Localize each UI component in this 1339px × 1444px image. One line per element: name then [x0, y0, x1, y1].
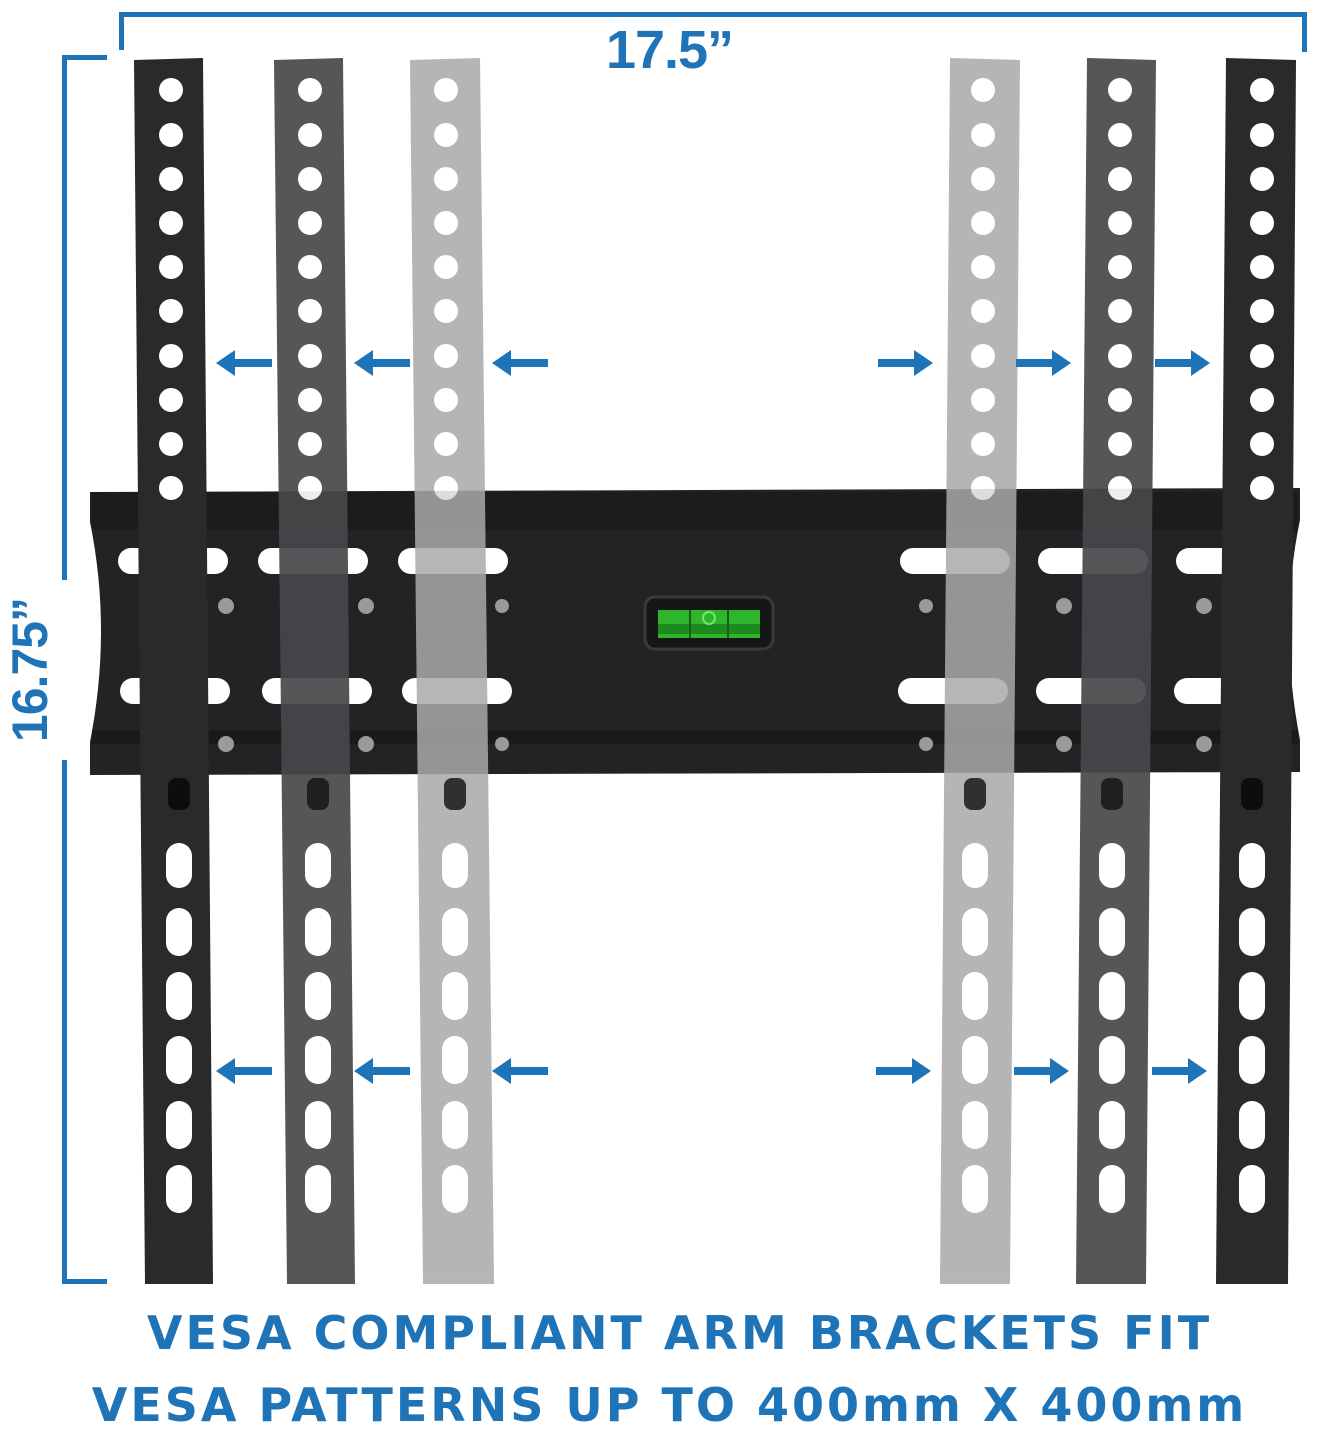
arm-left-2 [274, 58, 355, 1284]
arrow-left-icon [354, 1058, 410, 1084]
arrow-right-icon [1152, 1058, 1207, 1084]
arm-left-1 [134, 58, 213, 1284]
arrow-left-icon [216, 350, 272, 376]
arm-left-3 [410, 58, 494, 1284]
height-dimension-line-lower [62, 760, 67, 1284]
wall-mount-illustration [90, 58, 1300, 1284]
height-dimension-tick-bottom [62, 1279, 107, 1284]
caption-line-1: VESA COMPLIANT ARM BRACKETS FIT [146, 1306, 1213, 1360]
width-dimension-tick-left [119, 12, 124, 50]
arrow-right-icon [1014, 1058, 1069, 1084]
arm-right-3 [940, 58, 1020, 1284]
arrow-left-icon [492, 1058, 548, 1084]
arm-right-1 [1216, 58, 1296, 1284]
arrow-left-icon [216, 1058, 272, 1084]
arrow-right-icon [876, 1058, 931, 1084]
arrow-right-icon [878, 350, 933, 376]
bubble-level-icon [643, 595, 775, 651]
arrow-left-icon [492, 350, 548, 376]
width-dimension-tick-right [1302, 12, 1307, 52]
width-dimension-line [119, 12, 1307, 17]
height-dimension-tick-top [62, 55, 107, 60]
arrow-right-icon [1155, 350, 1210, 376]
caption-line-2: VESA PATTERNS UP TO 400mm X 400mm [91, 1378, 1248, 1432]
height-dimension-line [62, 55, 67, 580]
arrow-right-icon [1016, 350, 1071, 376]
arrow-left-icon [354, 350, 410, 376]
arm-right-2 [1076, 58, 1156, 1284]
width-dimension-label: 17.5” [605, 20, 734, 80]
